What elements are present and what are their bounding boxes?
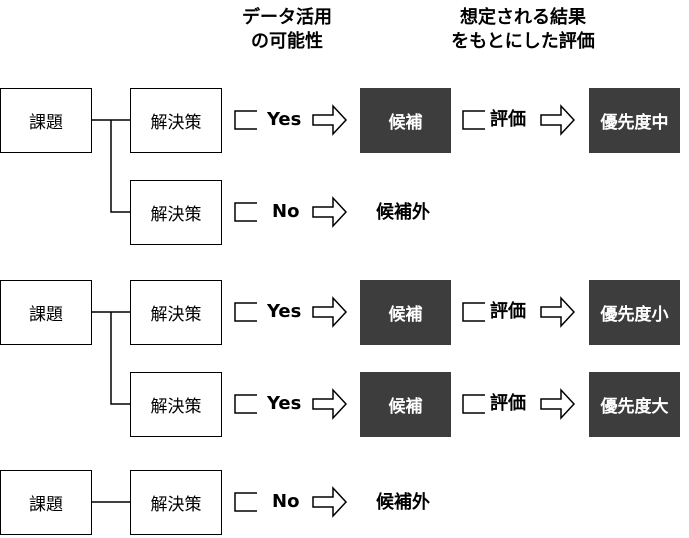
issue-box: 課題 bbox=[0, 88, 92, 153]
issue-box: 課題 bbox=[0, 470, 92, 535]
candidate-box: 候補 bbox=[360, 88, 451, 153]
arrow-icon bbox=[312, 486, 348, 518]
bracket-mark bbox=[234, 302, 257, 322]
evaluation-label: 評価 bbox=[490, 301, 526, 322]
bracket-mark bbox=[234, 110, 257, 130]
arrow-icon bbox=[312, 388, 348, 420]
bracket-mark bbox=[462, 394, 485, 414]
arrow-icon bbox=[540, 296, 576, 328]
arrow-icon bbox=[312, 104, 348, 136]
priority-box: 優先度小 bbox=[589, 280, 680, 345]
header-expected-result: 想定される結果 をもとにした評価 bbox=[451, 7, 595, 52]
priority-box: 優先度大 bbox=[589, 372, 680, 437]
evaluation-label: 評価 bbox=[490, 393, 526, 414]
availability-label: No bbox=[272, 201, 300, 222]
solution-box: 解決策 bbox=[130, 470, 222, 535]
arrow-icon bbox=[540, 104, 576, 136]
evaluation-label: 評価 bbox=[490, 109, 526, 130]
solution-box: 解決策 bbox=[130, 88, 222, 153]
availability-label: Yes bbox=[267, 109, 302, 130]
connector-line bbox=[110, 120, 130, 213]
priority-box: 優先度中 bbox=[589, 88, 680, 153]
connector-line bbox=[110, 312, 130, 405]
non-candidate-label: 候補外 bbox=[376, 492, 430, 513]
bracket-mark bbox=[234, 394, 257, 414]
solution-box: 解決策 bbox=[130, 280, 222, 345]
solution-box: 解決策 bbox=[130, 180, 222, 245]
issue-box: 課題 bbox=[0, 280, 92, 345]
availability-label: No bbox=[272, 491, 300, 512]
bracket-mark bbox=[234, 202, 257, 222]
availability-label: Yes bbox=[267, 301, 302, 322]
candidate-box: 候補 bbox=[360, 280, 451, 345]
non-candidate-label: 候補外 bbox=[376, 202, 430, 223]
arrow-icon bbox=[540, 388, 576, 420]
bracket-mark bbox=[462, 302, 485, 322]
arrow-icon bbox=[312, 196, 348, 228]
header-data-usage: データ活用 の可能性 bbox=[242, 7, 332, 52]
candidate-box: 候補 bbox=[360, 372, 451, 437]
solution-box: 解決策 bbox=[130, 372, 222, 437]
bracket-mark bbox=[462, 110, 485, 130]
arrow-icon bbox=[312, 296, 348, 328]
bracket-mark bbox=[234, 492, 257, 512]
availability-label: Yes bbox=[267, 393, 302, 414]
